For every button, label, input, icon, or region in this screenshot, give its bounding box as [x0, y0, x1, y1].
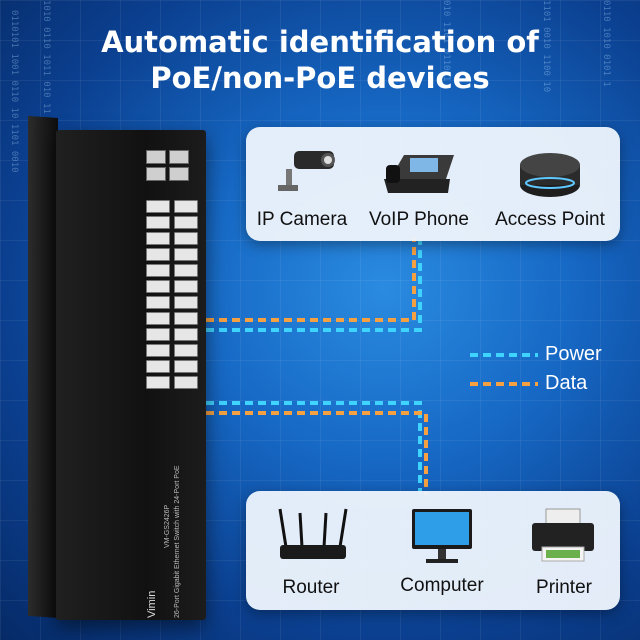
switch-brand: Vimin [146, 590, 158, 618]
sfp-port [169, 167, 189, 181]
ethernet-port [174, 376, 198, 389]
sfp-port [146, 150, 166, 164]
non-poe-devices-panel: Router Computer Printer [246, 491, 620, 610]
ethernet-port [174, 360, 198, 373]
device-router: Router [246, 491, 376, 610]
poe-devices-panel: IP Camera VoIP Phone Access Point [246, 127, 620, 241]
title-line-2: PoE/non-PoE devices [150, 61, 490, 95]
device-printer: Printer [508, 491, 620, 610]
bottom-connection [206, 401, 428, 495]
switch-side [28, 115, 58, 619]
ethernet-port [146, 328, 170, 341]
poe-switch: Vimin VM-GS2426P 26-Port Gigabit Etherne… [28, 115, 206, 623]
switch-model: VM-GS2426P [164, 504, 171, 548]
ethernet-port [146, 232, 170, 245]
device-voip-phone: VoIP Phone [358, 127, 480, 241]
ethernet-port [146, 216, 170, 229]
ethernet-port [146, 376, 170, 389]
ethernet-port [146, 264, 170, 277]
ethernet-port [146, 296, 170, 309]
ethernet-port [174, 296, 198, 309]
device-label: IP Camera [256, 209, 348, 230]
ethernet-ports [146, 200, 204, 389]
ethernet-port [146, 200, 170, 213]
decorative-binary: 1010 0110 1011 010 11 [41, 0, 51, 114]
ethernet-port [174, 248, 198, 261]
decorative-binary: 010 1101 0110 1 [441, 0, 451, 82]
device-computer: Computer [376, 491, 508, 610]
device-label: Printer [536, 577, 592, 598]
printer-icon [532, 508, 594, 562]
decorative-binary: 0110 1010 0101 1 [601, 0, 611, 87]
computer-icon [412, 509, 472, 563]
ethernet-port [174, 328, 198, 341]
ip-camera-icon [278, 151, 335, 191]
sfp-ports [146, 150, 189, 181]
decorative-binary: 1101 0010 1100 10 [541, 0, 551, 93]
ethernet-port [174, 216, 198, 229]
device-ip-camera: IP Camera [246, 127, 358, 241]
decorative-binary: 0110101 1001 0110 10 1101 0010 [9, 10, 19, 173]
page-title: Automatic identification of PoE/non-PoE … [0, 24, 640, 96]
ethernet-port [174, 280, 198, 293]
device-label: Router [282, 577, 340, 598]
ethernet-port [146, 280, 170, 293]
device-access-point: Access Point [480, 127, 620, 241]
voip-phone-icon [384, 155, 454, 193]
ethernet-port [174, 232, 198, 245]
ethernet-port [174, 344, 198, 357]
device-label: Access Point [495, 209, 605, 230]
ethernet-port [174, 312, 198, 325]
ethernet-port [174, 264, 198, 277]
ethernet-port [146, 360, 170, 373]
device-label: Computer [400, 575, 484, 596]
ethernet-port [174, 200, 198, 213]
top-connection [206, 237, 422, 332]
router-icon [278, 508, 348, 559]
ethernet-port [146, 312, 170, 325]
device-label: VoIP Phone [368, 209, 470, 230]
ethernet-port [146, 344, 170, 357]
ethernet-port [146, 248, 170, 261]
sfp-port [169, 150, 189, 164]
title-line-1: Automatic identification of [101, 25, 539, 59]
legend-data-label: Data [545, 372, 588, 394]
switch-description: 26-Port Gigabit Ethernet Switch with 24-… [174, 465, 181, 618]
access-point-icon [520, 153, 580, 197]
sfp-port [146, 167, 166, 181]
legend-power-label: Power [545, 343, 602, 365]
